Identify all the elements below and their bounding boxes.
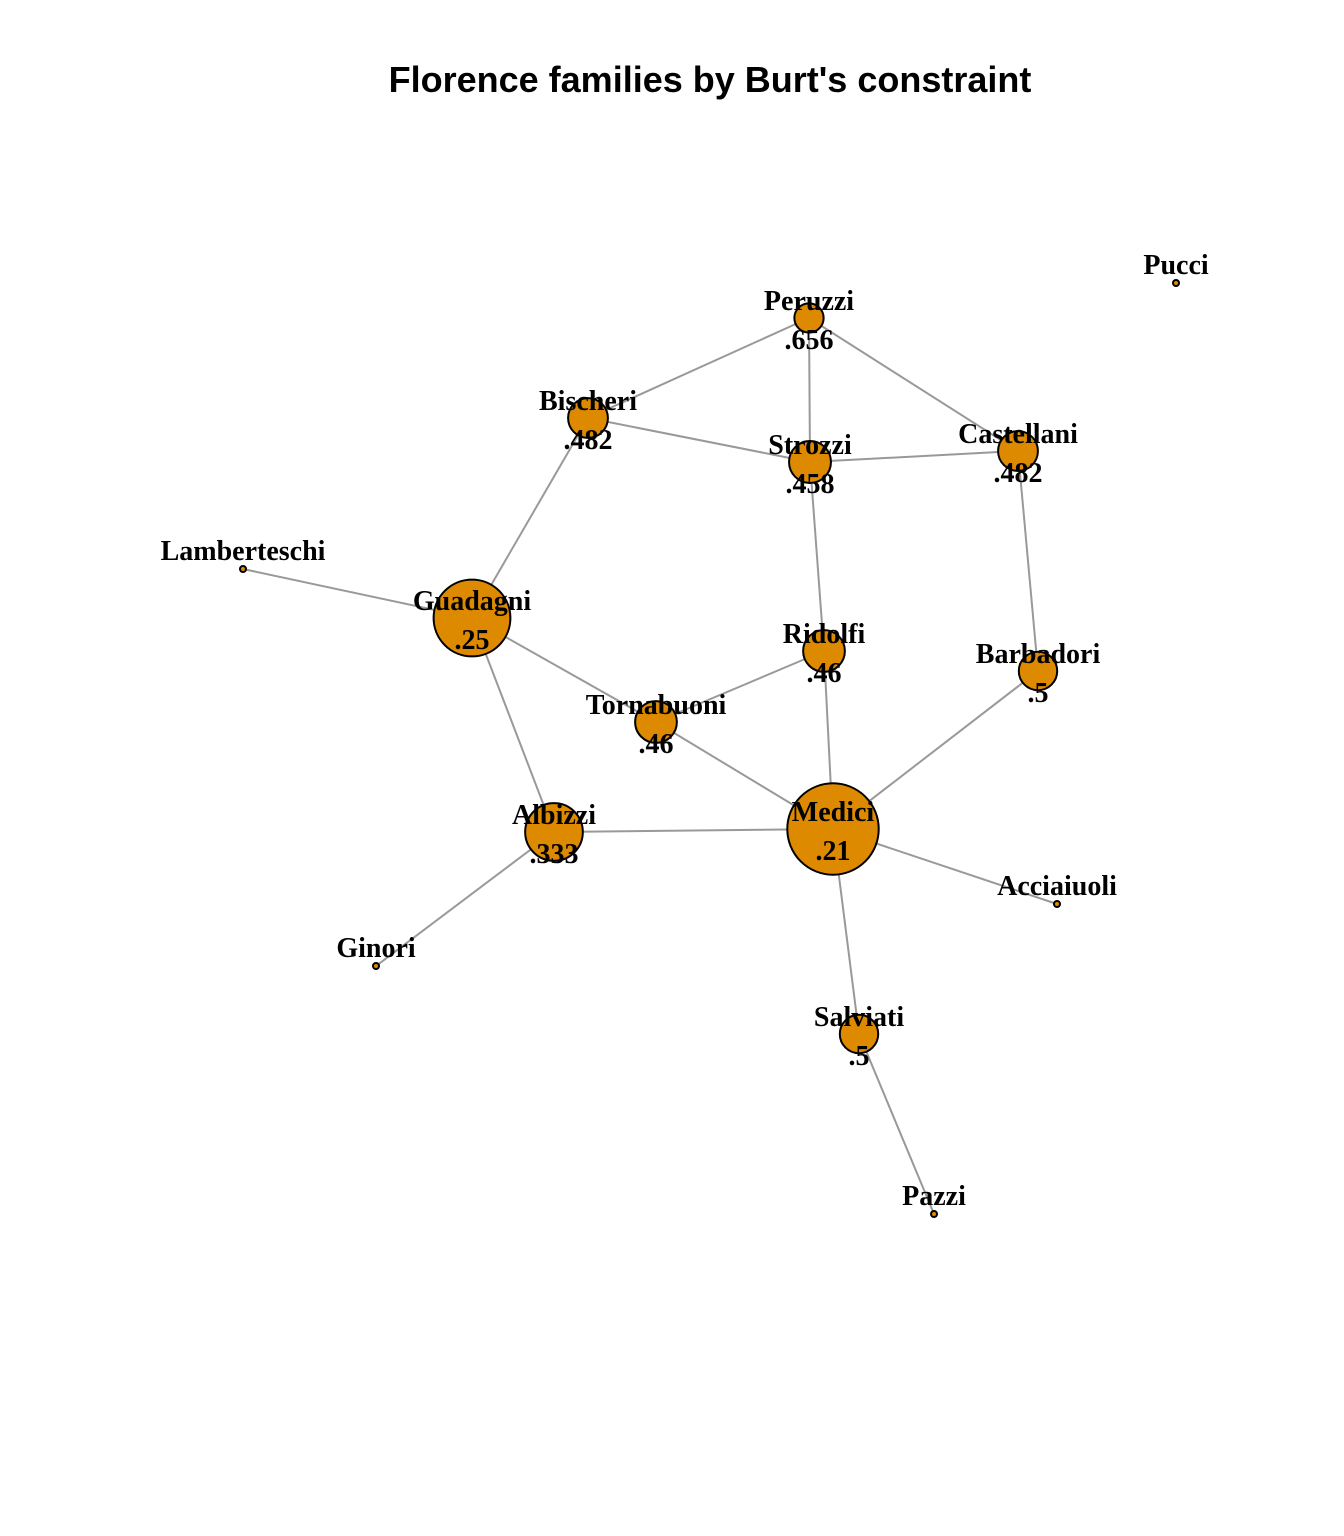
node-bischeri [567,397,609,439]
node-name-bischeri: Bischeri [539,386,637,417]
node-name-tornabuoni: Tornabuoni [586,690,727,721]
node-albizzi [524,802,584,862]
node-castellani [997,430,1039,472]
node-constraint-albizzi: .333 [530,839,579,870]
edge-strozzi-castellani [809,450,1019,463]
node-guadagni [432,578,512,658]
edges [242,317,1058,1215]
node-name-acciaiuoli: Acciaiuoli [997,871,1117,902]
node-constraint-strozzi: .458 [786,469,835,500]
nodes [239,279,1180,1218]
node-pucci [1172,279,1180,287]
edge-bischeri-strozzi [587,417,811,463]
node-name-pazzi: Pazzi [902,1181,966,1212]
node-constraint-ridolfi: .46 [807,658,842,689]
node-constraint-tornabuoni: .46 [639,729,674,760]
node-name-lamberteschi: Lamberteschi [161,536,326,567]
node-constraint-peruzzi: .656 [785,325,834,356]
node-tornabuoni [634,700,678,744]
node-strozzi [788,440,832,484]
node-ridolfi [802,629,846,673]
edge-peruzzi-strozzi [808,317,811,463]
node-constraint-castellani: .482 [994,458,1043,489]
node-name-albizzi: Albizzi [512,800,596,831]
node-name-guadagni: Guadagni [413,586,531,617]
node-pazzi [930,1210,938,1218]
node-salviati [838,1013,880,1055]
node-name-pucci: Pucci [1143,250,1209,281]
node-name-barbadori: Barbadori [976,639,1101,670]
node-name-peruzzi: Peruzzi [764,286,854,317]
node-ginori [372,962,380,970]
node-name-strozzi: Strozzi [768,430,852,461]
edge-castellani-barbadori [1017,450,1039,672]
edge-salviati-pazzi [858,1033,935,1215]
node-peruzzi [793,302,825,334]
edge-peruzzi-castellani [808,317,1019,452]
node-name-medici: Medici [792,797,875,828]
node-constraint-guadagni: .25 [455,625,490,656]
node-name-ginori: Ginori [336,933,416,964]
node-name-ridolfi: Ridolfi [783,619,866,650]
node-acciaiuoli [1053,900,1061,908]
edge-ridolfi-tornabuoni [655,650,825,723]
node-constraint-salviati: .5 [849,1041,870,1072]
node-constraint-bischeri: .482 [564,425,613,456]
edge-peruzzi-bischeri [587,317,810,419]
node-medici [786,782,880,876]
node-lamberteschi [239,565,247,573]
edge-strozzi-ridolfi [809,461,825,652]
node-barbadori [1017,650,1059,692]
node-name-salviati: Salviati [814,1002,904,1033]
node-constraint-barbadori: .5 [1028,678,1049,709]
node-constraint-medici: .21 [816,836,851,867]
chart-title: Florence families by Burt's constraint [389,59,1032,100]
edge-albizzi-ginori [375,831,555,967]
node-name-castellani: Castellani [958,419,1078,450]
